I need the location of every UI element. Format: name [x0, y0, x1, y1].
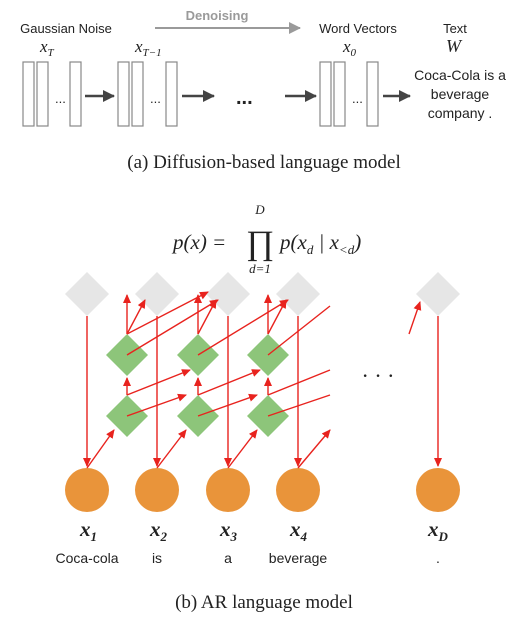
vector-rect — [69, 61, 82, 127]
connection-arrow — [156, 429, 187, 469]
token-word: beverage — [269, 550, 328, 566]
output-node — [416, 272, 460, 316]
steps-ellipsis: ... — [236, 87, 253, 109]
output-text-line: company . — [428, 105, 493, 121]
connection-arrow — [86, 429, 115, 469]
formula-term: p(xd | x<d) — [278, 230, 361, 257]
ar-formula: p(x) = D ∏ d=1 p(xd | x<d) — [171, 202, 361, 276]
token-word: Coca-cola — [55, 550, 118, 566]
caption-a: (a) Diffusion-based language model — [127, 152, 400, 173]
W-label: W — [446, 36, 463, 56]
connection-arrow — [197, 299, 217, 335]
word-vector-group-0: ... — [319, 61, 379, 127]
vector-rect — [319, 61, 332, 127]
token-variable: x4 — [289, 517, 308, 544]
word-vectors-label: Word Vectors — [319, 21, 397, 36]
input-nodes — [65, 468, 460, 512]
connection-arrow — [267, 299, 287, 335]
input-node — [276, 468, 320, 512]
connection-arrow — [267, 305, 331, 356]
input-node — [206, 468, 250, 512]
output-node — [65, 272, 109, 316]
connection-arrow — [126, 369, 191, 396]
vector-ellipsis: ... — [352, 91, 363, 106]
input-node — [65, 468, 109, 512]
connection-arrow — [126, 299, 219, 356]
vector-rect — [366, 61, 379, 127]
token-variables: x1 x2 x3 x4 xD — [79, 517, 449, 544]
connection-arrow — [126, 291, 209, 335]
connection-arrow — [197, 393, 258, 417]
ar-ellipsis: · · · — [362, 363, 395, 388]
token-variable: xD — [427, 517, 449, 544]
connection-arrow — [197, 299, 289, 356]
token-variable: x2 — [149, 517, 168, 544]
vector-ellipsis: ... — [55, 91, 66, 106]
token-variable: x3 — [219, 517, 238, 544]
vector-rect — [333, 61, 346, 127]
x-0-label: x0 — [342, 37, 357, 59]
vector-rect — [22, 61, 35, 127]
output-node — [206, 272, 250, 316]
formula-lhs: p(x) = — [171, 230, 226, 254]
token-words: Coca-cola is a beverage . — [55, 550, 439, 566]
output-text-line: Coca-Cola is a — [414, 67, 506, 83]
token-word: a — [224, 550, 232, 566]
token-variable: x1 — [79, 517, 97, 544]
output-text: Coca-Cola is a beverage company . — [414, 67, 506, 121]
connection-arrow — [408, 301, 422, 335]
vector-rect — [165, 61, 178, 127]
connection-arrow — [227, 429, 258, 469]
connection-arrow — [126, 299, 146, 335]
formula-upper: D — [254, 202, 265, 217]
noise-vector-group-T-1: ... — [117, 61, 178, 127]
noise-vector-group-T: ... — [22, 61, 82, 127]
gaussian-noise-label: Gaussian Noise — [20, 21, 112, 36]
vector-rect — [117, 61, 130, 127]
connection-arrow — [297, 429, 331, 469]
output-nodes — [65, 272, 460, 316]
output-text-line: beverage — [431, 86, 490, 102]
connection-arrow — [197, 369, 261, 396]
x-T-label: xT — [39, 37, 55, 59]
input-node — [135, 468, 179, 512]
ar-panel: p(x) = D ∏ d=1 p(xd | x<d) — [55, 202, 460, 613]
caption-b: (b) AR language model — [175, 592, 353, 613]
product-symbol: ∏ — [246, 225, 274, 262]
output-node — [276, 272, 320, 316]
connections — [83, 291, 442, 469]
vector-rect — [131, 61, 144, 127]
vector-ellipsis: ... — [150, 91, 161, 106]
text-label: Text — [443, 21, 467, 36]
connection-arrow — [126, 393, 187, 417]
output-node — [135, 272, 179, 316]
token-word: . — [436, 550, 440, 566]
token-word: is — [152, 550, 162, 566]
formula-lower: d=1 — [249, 261, 271, 276]
connection-arrow — [267, 394, 331, 417]
input-node — [416, 468, 460, 512]
connection-arrow — [267, 369, 331, 396]
x-T-minus-1-label: xT−1 — [134, 37, 162, 59]
denoising-label: Denoising — [186, 8, 249, 23]
vector-rect — [36, 61, 49, 127]
diffusion-panel: Gaussian Noise Denoising Word Vectors Te… — [20, 8, 506, 173]
